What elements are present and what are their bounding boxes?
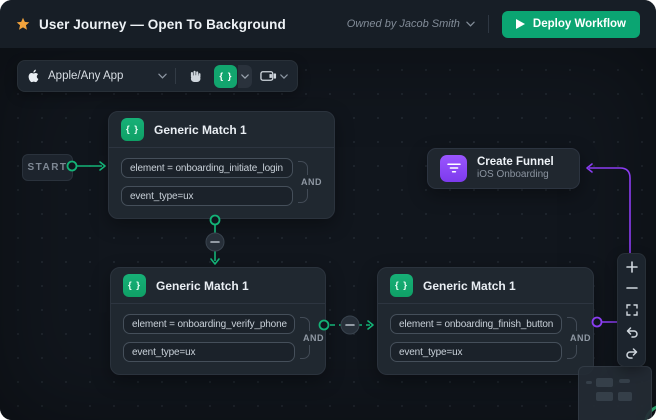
and-label: AND: [301, 177, 322, 187]
deploy-workflow-label: Deploy Workflow: [532, 18, 626, 30]
minus-icon: [625, 287, 638, 290]
edge-match1-to-match2[interactable]: [205, 214, 225, 265]
chevron-down-icon: [158, 73, 168, 79]
star-icon[interactable]: [16, 17, 30, 31]
app-selector-label: Apple/Any App: [48, 70, 124, 82]
funnel-title: Create Funnel: [477, 156, 554, 168]
code-braces-icon: { }: [123, 274, 146, 297]
condition-chip[interactable]: element = onboarding_initiate_login: [121, 158, 293, 178]
edge-match2-to-match3[interactable]: [318, 315, 374, 335]
chevron-down-icon: [241, 73, 250, 79]
page-title: User Journey — Open To Background: [39, 16, 286, 32]
match-node-3[interactable]: { } Generic Match 1 element = onboarding…: [377, 267, 594, 375]
bracket-bottom: [298, 189, 308, 203]
condition-chip[interactable]: event_type=ux: [121, 186, 293, 206]
canvas-toolbar: Apple/Any App { }: [17, 60, 299, 92]
app-selector-dropdown[interactable]: Apple/Any App: [27, 69, 168, 83]
undo-button[interactable]: [623, 323, 641, 341]
minimap-node: [619, 379, 630, 383]
hand-pan-icon: [190, 70, 201, 82]
code-braces-icon: { }: [390, 274, 413, 297]
redo-button[interactable]: [623, 344, 641, 362]
funnel-text: Create Funnel iOS Onboarding: [477, 156, 554, 181]
node-header: { } Generic Match 1: [378, 268, 593, 304]
and-operator: AND: [300, 317, 324, 359]
zoom-in-button[interactable]: [623, 258, 641, 276]
owner-dropdown[interactable]: Owned by Jacob Smith: [347, 18, 475, 30]
match-node-2[interactable]: { } Generic Match 1 element = onboarding…: [110, 267, 326, 375]
code-braces-icon[interactable]: { }: [214, 64, 238, 88]
bracket-bottom: [300, 345, 310, 359]
match-tool-chevron[interactable]: [238, 64, 253, 88]
fit-view-button[interactable]: [623, 301, 641, 319]
and-label: AND: [303, 333, 324, 343]
node-body: element = onboarding_finish_button event…: [378, 304, 593, 374]
play-icon: [515, 19, 525, 29]
bracket-bottom: [567, 345, 577, 359]
and-operator: AND: [298, 161, 322, 203]
condition-chip[interactable]: element = onboarding_finish_button: [390, 314, 562, 334]
video-camera-icon: [260, 71, 277, 81]
plus-icon: [625, 260, 638, 273]
bracket-top: [300, 317, 310, 331]
minimap-node: [596, 378, 613, 387]
node-title: Generic Match 1: [423, 278, 516, 293]
edge-start-to-match1[interactable]: [66, 160, 106, 172]
condition-chip[interactable]: event_type=ux: [123, 342, 295, 362]
match-node-1[interactable]: { } Generic Match 1 element = onboarding…: [108, 111, 335, 219]
workflow-canvas[interactable]: Apple/Any App { }: [0, 48, 656, 420]
node-header: { } Generic Match 1: [111, 268, 325, 304]
remove-edge-button[interactable]: [205, 232, 225, 252]
deploy-workflow-button[interactable]: Deploy Workflow: [501, 10, 640, 38]
recorder-tool-button[interactable]: [260, 69, 289, 83]
bracket-top: [298, 161, 308, 175]
match-tool-split-button[interactable]: { }: [214, 64, 253, 88]
divider: [487, 15, 489, 33]
zoom-controls-panel: [617, 253, 646, 367]
owner-label: Owned by Jacob Smith: [346, 18, 460, 30]
apple-icon: [28, 69, 39, 83]
redo-icon: [625, 348, 637, 360]
funnel-subtitle: iOS Onboarding: [477, 169, 549, 180]
node-body: element = onboarding_initiate_login even…: [109, 148, 334, 218]
pan-tool-button[interactable]: [184, 65, 206, 87]
topbar-right: Owned by Jacob Smith Deploy Workflow: [347, 10, 640, 38]
undo-icon: [626, 326, 638, 338]
funnel-icon: [440, 155, 467, 182]
zoom-out-button[interactable]: [623, 279, 641, 297]
node-title: Generic Match 1: [156, 278, 249, 293]
create-funnel-node[interactable]: Create Funnel iOS Onboarding: [427, 148, 580, 189]
minimap-node: [596, 392, 613, 401]
minimap[interactable]: [578, 366, 652, 420]
fullscreen-icon: [625, 304, 638, 316]
code-braces-icon: { }: [121, 118, 144, 141]
start-node[interactable]: START: [22, 154, 73, 181]
top-bar: User Journey — Open To Background Owned …: [0, 0, 656, 48]
node-title: Generic Match 1: [154, 122, 247, 137]
remove-edge-button[interactable]: [340, 315, 360, 335]
divider: [175, 68, 177, 84]
chevron-down-icon: [466, 21, 475, 27]
and-operator: AND: [567, 317, 591, 359]
condition-chip[interactable]: event_type=ux: [390, 342, 562, 362]
node-body: element = onboarding_verify_phone event_…: [111, 304, 325, 374]
bracket-top: [567, 317, 577, 331]
minimap-node: [586, 381, 592, 384]
node-header: { } Generic Match 1: [109, 112, 334, 148]
and-label: AND: [570, 333, 591, 343]
minimap-node: [618, 392, 632, 401]
condition-chip[interactable]: element = onboarding_verify_phone: [123, 314, 295, 334]
chevron-down-icon: [280, 73, 289, 79]
